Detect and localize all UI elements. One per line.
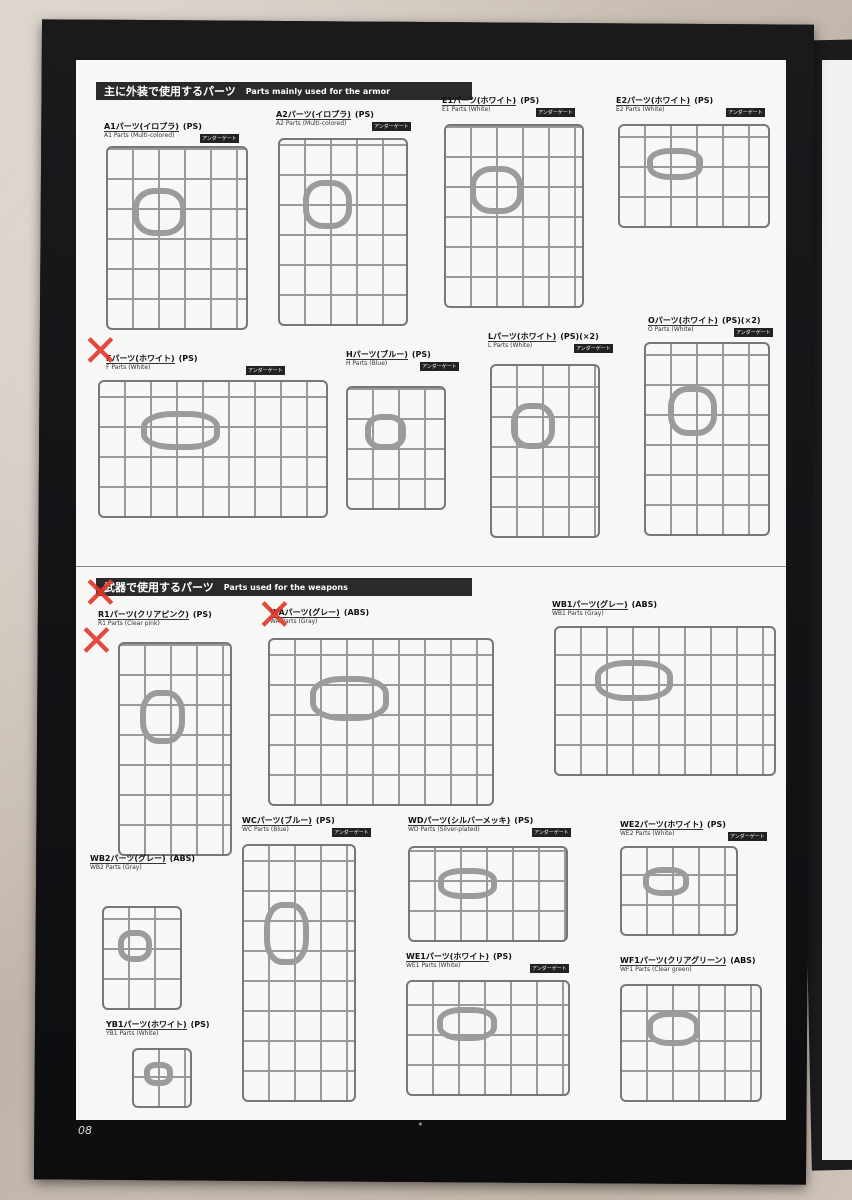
- runner-wa: [268, 638, 494, 806]
- red-x-mark: ✕: [256, 590, 293, 641]
- runner-panel-we1: WE1パーツ(ホワイト)(PS)WE1 Parts (White) アンダーゲー…: [406, 952, 586, 1102]
- undergate-badge: アンダーゲート: [332, 828, 371, 837]
- undergate-badge: アンダーゲート: [420, 362, 459, 371]
- runner-panel-f: Fパーツ(ホワイト)(PS)F Parts (White) アンダーゲート: [98, 354, 328, 524]
- runner-panel-a1: A1パーツ(イロプラ)(PS)A1 Parts (Multi-colored) …: [104, 122, 254, 332]
- runner-panel-wb2: WB2パーツ(グレー)(ABS)WB2 Parts (Gray): [90, 854, 230, 1014]
- runner-panel-wf1: WF1パーツ(クリアグリーン)(ABS)WF1 Parts (Clear gre…: [620, 956, 784, 1106]
- runner-panel-r1: R1パーツ(クリアピンク)(PS)R1 Parts (Clear pink): [98, 610, 258, 860]
- undergate-badge: アンダーゲート: [372, 122, 411, 131]
- runner-panel-h: Hパーツ(ブルー)(PS)H Parts (Blue) アンダーゲート: [346, 350, 459, 520]
- runner-wb1: [554, 626, 776, 776]
- undergate-badge: アンダーゲート: [246, 366, 285, 375]
- runner-wd: [408, 846, 568, 942]
- runner-we2: [620, 846, 738, 936]
- red-x-mark: ✕: [82, 326, 119, 377]
- runner-wc: [242, 844, 356, 1102]
- runner-panel-wb1: WB1パーツ(グレー)(ABS)WB1 Parts (Gray): [552, 600, 784, 780]
- parts-list-page: 主に外装で使用するパーツ Parts mainly used for the a…: [76, 60, 786, 1120]
- section-divider: [76, 566, 786, 567]
- undergate-badge: アンダーゲート: [200, 134, 239, 143]
- runner-panel-wa: WAパーツ(グレー)(ABS)WA Parts (Gray): [268, 608, 500, 808]
- runner-panel-e1: E1パーツ(ホワイト)(PS)E1 Parts (White) アンダーゲート: [442, 96, 592, 316]
- undergate-badge: アンダーゲート: [532, 828, 571, 837]
- runner-f: [98, 380, 328, 518]
- armor-section-header: 主に外装で使用するパーツ Parts mainly used for the a…: [96, 82, 472, 100]
- undergate-badge: アンダーゲート: [574, 344, 613, 353]
- runner-e1: [444, 124, 584, 308]
- undergate-badge: アンダーゲート: [536, 108, 575, 117]
- runner-panel-we2: WE2パーツ(ホワイト)(PS)WE2 Parts (White) アンダーゲー…: [620, 820, 780, 940]
- runner-wb2: [102, 906, 182, 1010]
- runner-o: [644, 342, 770, 536]
- runner-e2: [618, 124, 770, 228]
- runner-panel-wd: WDパーツ(シルバーメッキ)(PS)WD Parts (Silver-plate…: [408, 816, 578, 946]
- runner-a2: [278, 138, 408, 326]
- red-x-mark: ✕: [82, 568, 119, 619]
- runner-panel-yb1: YB1パーツ(ホワイト)(PS)YB1 Parts (White): [106, 1020, 246, 1110]
- runner-panel-wc: WCパーツ(ブルー)(PS)WC Parts (Blue) アンダーゲート: [242, 816, 382, 1106]
- runner-panel-a2: A2パーツ(イロプラ)(PS)A2 Parts (Multi-colored) …: [276, 110, 426, 330]
- runner-l: [490, 364, 600, 538]
- runner-we1: [406, 980, 570, 1096]
- runner-h: [346, 386, 446, 510]
- runner-r1: [118, 642, 232, 856]
- runner-panel-o: Oパーツ(ホワイト)(PS)(×2)O Parts (White) アンダーゲー…: [644, 316, 778, 546]
- runner-yb1: [132, 1048, 192, 1108]
- undergate-badge: アンダーゲート: [530, 964, 569, 973]
- undergate-badge: アンダーゲート: [734, 328, 773, 337]
- runner-panel-e2: E2パーツ(ホワイト)(PS)E2 Parts (White) アンダーゲート: [616, 96, 776, 246]
- runner-panel-l: Lパーツ(ホワイト)(PS)(×2)L Parts (White) アンダーゲー…: [488, 332, 628, 542]
- red-x-mark: ✕: [78, 616, 115, 667]
- runner-a1: [106, 146, 248, 330]
- undergate-badge: アンダーゲート: [728, 832, 767, 841]
- adjacent-page-content: [822, 60, 852, 1160]
- page-number: 08: [78, 1124, 92, 1137]
- runner-wf1: [620, 984, 762, 1102]
- weapons-section-header: 武器で使用するパーツ Parts used for the weapons: [96, 578, 472, 596]
- undergate-badge: アンダーゲート: [726, 108, 765, 117]
